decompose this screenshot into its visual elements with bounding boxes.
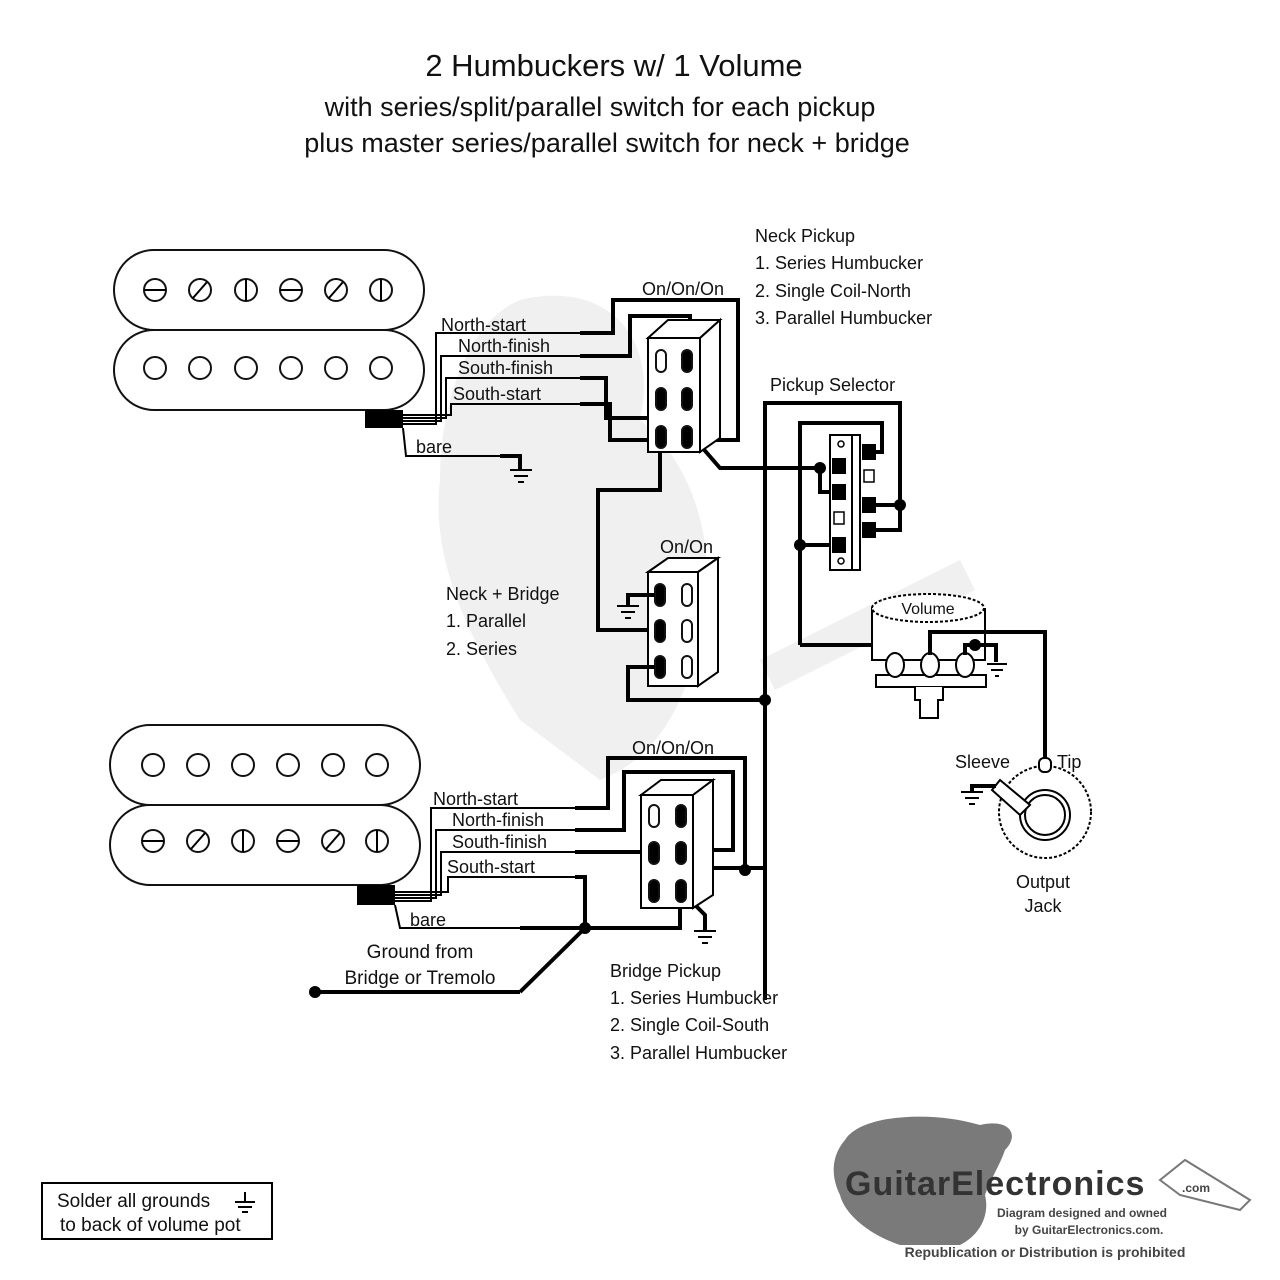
neck-wire-label-south-finish: South-finish (458, 358, 553, 378)
bridge-position-1: 1. Series Humbucker (610, 988, 778, 1008)
neck-position-2: 2. Single Coil-North (755, 281, 911, 301)
neck-position-3: 3. Parallel Humbucker (755, 308, 932, 328)
volume-pot (800, 593, 1047, 760)
ground-note-line-2: Bridge or Tremolo (344, 968, 495, 989)
neck-pickup-heading: Neck Pickup (755, 226, 855, 246)
bridge-3way-switch (638, 778, 716, 910)
logo-brand: GuitarElectronics (845, 1165, 1145, 1203)
neck-wire-label-north-start: North-start (441, 315, 526, 335)
ground-note-line-1: Ground from (367, 942, 474, 963)
bridge-humbucker (109, 724, 421, 905)
volume-ground-icon (987, 663, 1007, 677)
solder-note-line-2: to back of volume pot (60, 1215, 241, 1236)
master-ground-icon (617, 605, 639, 619)
bridge-position-2: 2. Single Coil-South (610, 1015, 769, 1035)
master-position-2: 2. Series (446, 639, 517, 659)
output-jack (970, 757, 1092, 859)
pickup-selector-switch (763, 401, 906, 1000)
neck-coil-south (113, 329, 425, 411)
master-switch-label: On/On (660, 537, 713, 557)
bridge-wire-label-north-finish: North-finish (452, 810, 544, 830)
neck-screw-poles (143, 278, 393, 302)
pickup-selector-label: Pickup Selector (770, 375, 895, 395)
bridge-ground-icon (694, 930, 716, 944)
jack-ground-icon (961, 791, 983, 805)
neck-wire-label-south-start: South-start (453, 384, 541, 404)
jack-label-line-1: Output (1016, 872, 1070, 892)
bridge-switch-label: On/On/On (632, 738, 714, 758)
neck-cable-sheath (365, 410, 403, 428)
diagram-title: 2 Humbuckers w/ 1 Volume (425, 48, 802, 83)
bridge-cable-sheath (357, 885, 395, 905)
bridge-pickup-heading: Bridge Pickup (610, 961, 721, 981)
logo-notice: Republication or Distribution is prohibi… (905, 1244, 1186, 1260)
logo-credit-line-2: by GuitarElectronics.com. (1015, 1223, 1164, 1237)
bridge-position-3: 3. Parallel Humbucker (610, 1043, 787, 1063)
solder-note-box (41, 1182, 273, 1240)
volume-pot-label: Volume (901, 601, 954, 618)
neck-humbucker (113, 249, 425, 428)
neck-switch-label: On/On/On (642, 279, 724, 299)
bridge-bare-label: bare (410, 910, 446, 930)
bridge-coil-south (109, 804, 421, 886)
neck-wire-label-north-finish: North-finish (458, 336, 550, 356)
guitarelectronics-logo: GuitarElectronics .com Diagram designed … (833, 1116, 1252, 1260)
bridge-wire-label-south-start: South-start (447, 857, 535, 877)
logo-brand-suffix: .com (1182, 1181, 1210, 1195)
neck-slug-poles (143, 356, 393, 380)
bridge-wire-label-south-finish: South-finish (452, 832, 547, 852)
jack-sleeve-label: Sleeve (955, 752, 1010, 772)
subtitle-line-1: with series/split/parallel switch for ea… (324, 92, 876, 122)
logo-credit-line-1: Diagram designed and owned (997, 1206, 1167, 1220)
neck-ground-icon (510, 469, 532, 483)
jack-tip-label: Tip (1057, 752, 1081, 772)
neck-bare-label: bare (416, 437, 452, 457)
subtitle-line-2: plus master series/parallel switch for n… (304, 128, 910, 158)
master-switch-heading: Neck + Bridge (446, 584, 560, 604)
master-position-1: 1. Parallel (446, 611, 526, 631)
solder-note-line-1: Solder all grounds (57, 1191, 210, 1212)
bridge-wire-label-north-start: North-start (433, 789, 518, 809)
neck-position-1: 1. Series Humbucker (755, 253, 923, 273)
neck-3way-switch (645, 317, 723, 454)
master-series-parallel-switch (626, 556, 771, 706)
jack-label-line-2: Jack (1024, 896, 1062, 916)
bridge-screw-poles (141, 829, 389, 853)
bridge-slug-poles (141, 753, 389, 777)
